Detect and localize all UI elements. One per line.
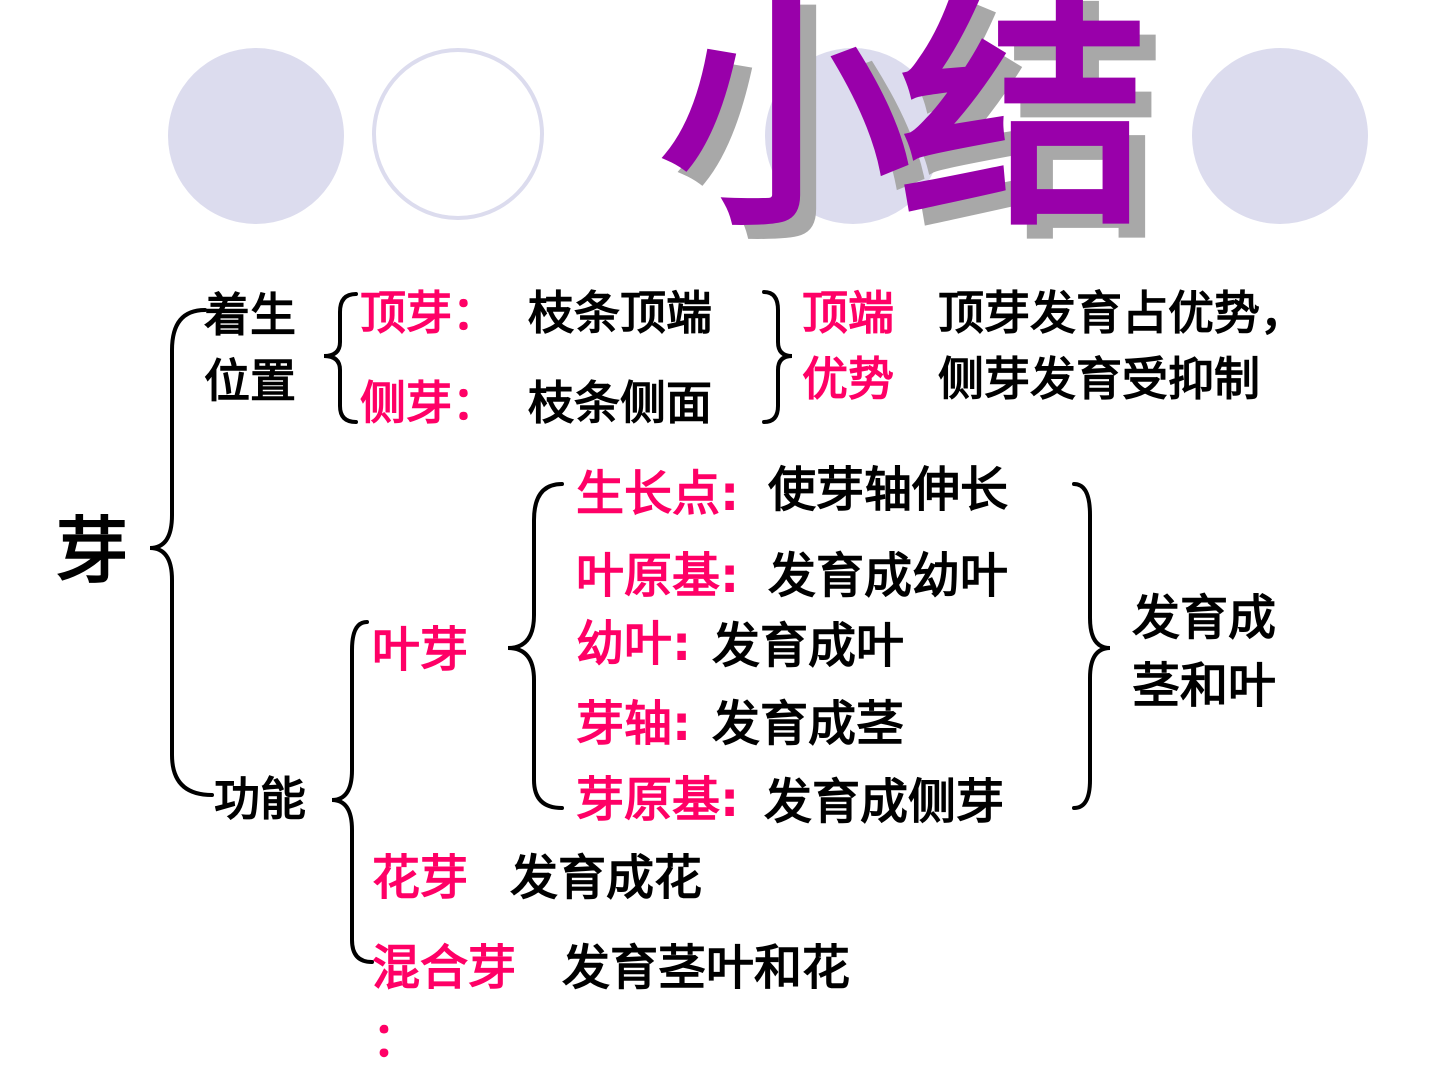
position-label-line2: 位置 [204,354,296,408]
root-label: 芽 [56,509,129,593]
terminal-bud-desc: 枝条顶端 [528,286,712,340]
leaf-bud-part-desc-0: 使芽轴伸长 [768,462,1009,518]
leaf-bud-part-desc-3: 发育成茎 [712,696,905,752]
leaf-bud-part-desc-4: 发育成侧芽 [764,774,1005,830]
mixed-bud-colon: ： [372,1012,421,1068]
apical-dominance-term-line2: 优势 [802,352,894,406]
function-brace [331,620,374,964]
flower-bud-term: 花芽 [372,850,469,906]
decor-circle-filled-behind-title [765,48,941,224]
apical-dominance-term-line1: 顶端 [802,286,894,340]
leaf-bud-part-term-4: 芽原基: [576,772,740,828]
function-label: 功能 [214,772,306,826]
decor-circle-outline [372,48,544,220]
leaf-bud-part-term-1: 叶原基: [576,548,740,604]
position-label-line1: 着生 [204,288,296,342]
leaf-bud-result-brace [1072,482,1111,810]
slide-title: 小结 [660,0,1150,260]
leaf-bud-result-line1: 发育成 [1132,590,1277,646]
leaf-bud-part-term-2: 幼叶: [576,616,692,672]
lateral-bud-term: 侧芽： [360,376,498,430]
position-close-brace [762,290,793,424]
root-brace [149,308,214,797]
lateral-bud-desc: 枝条侧面 [528,376,712,430]
flower-bud-desc: 发育成花 [510,850,703,906]
mixed-bud-desc: 发育茎叶和花 [562,940,851,996]
decor-circle-filled-right [1192,48,1368,224]
apical-dominance-desc-line2: 侧芽发育受抑制 [938,352,1260,406]
leaf-bud-part-desc-1: 发育成幼叶 [768,548,1009,604]
mixed-bud-term: 混合芽 [372,940,517,996]
leaf-bud-part-term-0: 生长点: [576,466,740,522]
leaf-bud-result-line2: 茎和叶 [1132,658,1277,714]
leaf-bud-part-desc-2: 发育成叶 [712,618,905,674]
leaf-bud-part-term-3: 芽轴: [576,696,692,752]
apical-dominance-desc-line1: 顶芽发育占优势， [938,286,1306,340]
leaf-bud-label: 叶芽 [372,622,469,678]
position-brace [323,292,358,424]
decor-circle-filled [168,48,344,224]
terminal-bud-term: 顶芽： [360,286,498,340]
leaf-bud-brace [507,482,564,810]
